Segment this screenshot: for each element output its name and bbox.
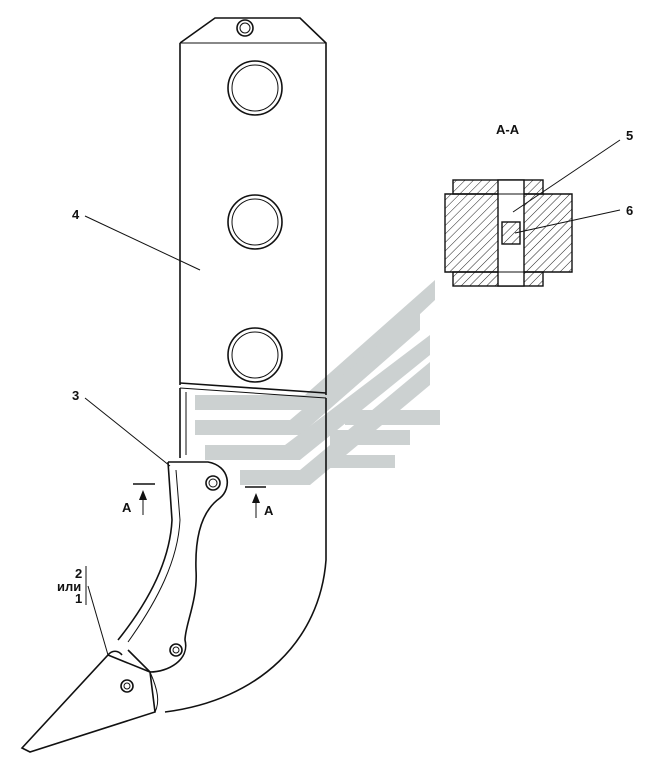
section-mark-right-label: A bbox=[264, 503, 274, 518]
section-mark-left-label: A bbox=[122, 500, 132, 515]
callout-6: 6 bbox=[626, 203, 633, 218]
ripper-tip bbox=[20, 650, 159, 753]
callout-4: 4 bbox=[72, 207, 80, 222]
callout-2: 2 bbox=[75, 566, 82, 581]
section-title: A-A bbox=[496, 122, 520, 137]
leader-lines bbox=[84, 139, 621, 656]
mounting-holes bbox=[227, 60, 283, 383]
watermark-logo bbox=[195, 280, 440, 485]
callout-5: 5 bbox=[626, 128, 633, 143]
shank-protector bbox=[117, 461, 229, 673]
ripper-shank bbox=[164, 17, 327, 713]
section-marker-right bbox=[245, 486, 266, 518]
section-marker-left bbox=[133, 483, 155, 515]
callout-or: или bbox=[57, 579, 81, 594]
section-view-aa bbox=[444, 179, 573, 287]
callout-3: 3 bbox=[72, 388, 79, 403]
callout-1: 1 bbox=[75, 591, 82, 606]
